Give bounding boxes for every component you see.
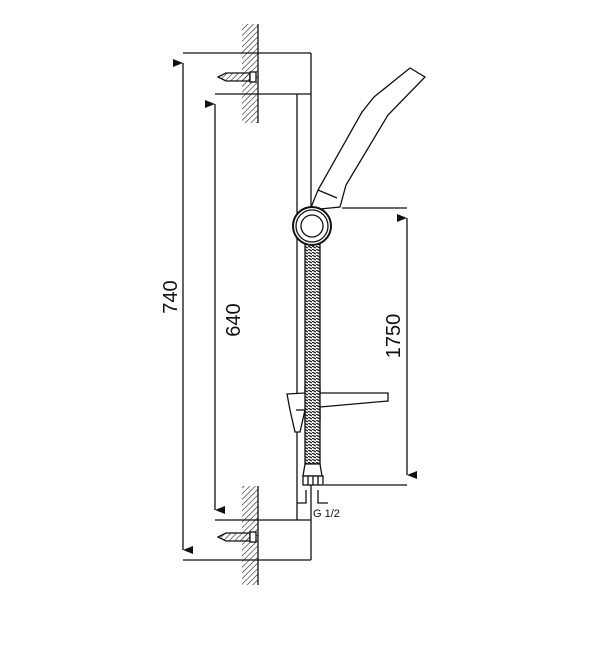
- dim-640-label: 640: [223, 303, 245, 336]
- hand-shower: [308, 67, 427, 211]
- screw-bottom-icon: [216, 531, 257, 543]
- rail: [183, 52, 312, 561]
- dim-740-label: 740: [160, 280, 182, 313]
- soap-dish: [286, 392, 389, 433]
- connection-label: G 1/2: [313, 508, 340, 520]
- dim-1750-label: 1750: [383, 314, 405, 359]
- hose: [304, 243, 321, 465]
- screw-top-icon: [216, 71, 257, 83]
- shower-holder: [292, 206, 332, 246]
